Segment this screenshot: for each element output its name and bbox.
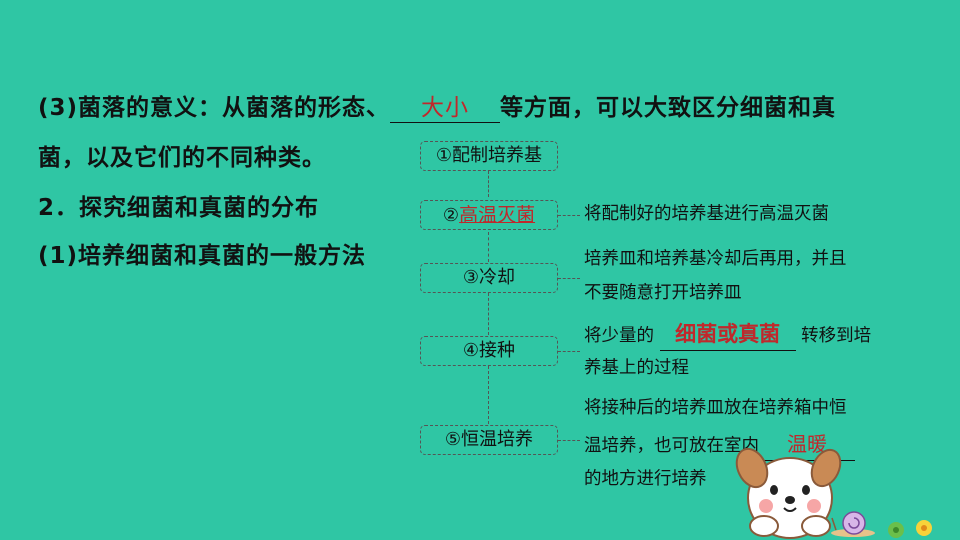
flow-step-inoculate: ④接种 xyxy=(420,336,558,366)
intro-line-1-suffix: 等方面，可以大致区分细菌和真 xyxy=(500,95,837,121)
flow-step-sterilize-answer: 高温灭菌 xyxy=(459,204,536,226)
flow-step-sterilize-num: ② xyxy=(442,205,460,226)
note-inoculate-prefix: 将少量的 xyxy=(584,326,654,346)
flow-step-prepare: ①配制培养基 xyxy=(420,141,558,171)
blank-microbe-answer: 细菌或真菌 xyxy=(659,318,796,351)
note-sterilize: 将配制好的培养基进行高温灭菌 xyxy=(584,204,829,224)
note-inoculate-suffix: 转移到培 xyxy=(801,326,872,346)
snail-icon xyxy=(831,511,875,537)
flower-icon xyxy=(888,520,932,538)
note-inoculate-1: 将少量的 细菌或真菌 转移到培 xyxy=(584,318,871,352)
connector-note-5 xyxy=(558,440,580,441)
connector-note-3 xyxy=(558,278,580,279)
flow-step-cool: ③冷却 xyxy=(420,263,558,293)
method-heading: (1)培养细菌和真菌的一般方法 xyxy=(38,243,367,269)
flow-step-incubate: ⑤恒温培养 xyxy=(420,425,558,455)
connector-note-2 xyxy=(558,215,580,216)
connector-3-4 xyxy=(488,293,489,335)
connector-note-4 xyxy=(558,351,580,352)
connector-1-2 xyxy=(488,171,489,197)
note-incubate-1: 将接种后的培养皿放在培养箱中恒 xyxy=(584,398,847,418)
connector-2-3 xyxy=(488,232,489,262)
flow-step-sterilize: ②高温灭菌 xyxy=(420,200,558,230)
note-cool-2: 不要随意打开培养皿 xyxy=(584,283,742,303)
note-incubate-2: 温培养，也可放在室内温暖 xyxy=(584,428,855,462)
note-inoculate-2: 养基上的过程 xyxy=(584,358,689,378)
note-incubate-3: 的地方进行培养 xyxy=(584,469,707,489)
blank-size-answer: 大小 xyxy=(390,88,501,123)
intro-line-1: (3)菌落的意义：从菌落的形态、大小等方面，可以大致区分细菌和真 xyxy=(38,88,836,123)
note-incubate-prefix: 温培养，也可放在室内 xyxy=(584,436,759,456)
puppy-mascot xyxy=(735,447,842,539)
intro-line-1-prefix: (3)菌落的意义：从菌落的形态、 xyxy=(38,95,391,121)
intro-line-2: 菌，以及它们的不同种类。 xyxy=(38,145,326,171)
note-cool-1: 培养皿和培养基冷却后再用，并且 xyxy=(584,249,847,269)
section-heading: 2．探究细菌和真菌的分布 xyxy=(38,195,320,221)
connector-4-5 xyxy=(488,366,489,424)
